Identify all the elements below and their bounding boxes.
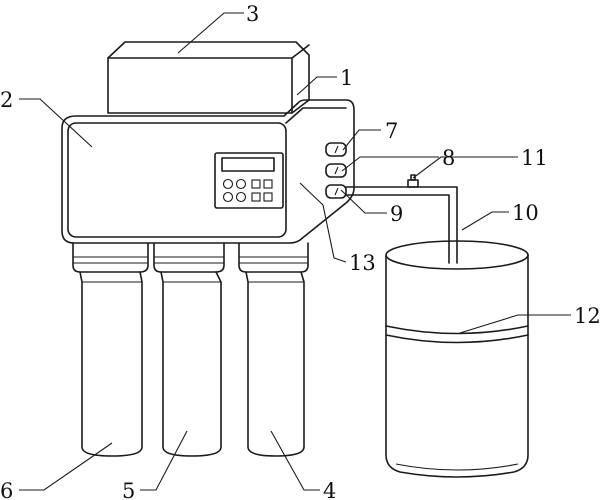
labels: 3 1 2 7 8 11 10 9 13 12 6 5 4 bbox=[0, 2, 601, 500]
label-2: 2 bbox=[0, 88, 13, 112]
top-box bbox=[107, 41, 310, 114]
side-connectors bbox=[325, 142, 347, 199]
main-housing bbox=[61, 99, 355, 244]
label-7: 7 bbox=[385, 119, 398, 143]
leader-lines bbox=[19, 12, 571, 491]
label-1: 1 bbox=[340, 66, 353, 90]
label-12: 12 bbox=[574, 304, 601, 328]
label-9: 9 bbox=[390, 202, 403, 226]
label-11: 11 bbox=[521, 146, 548, 170]
label-5: 5 bbox=[122, 479, 135, 500]
label-8: 8 bbox=[442, 146, 455, 170]
storage-tank bbox=[385, 240, 529, 478]
filter-cartridges bbox=[72, 242, 309, 457]
label-4: 4 bbox=[323, 479, 336, 500]
label-10: 10 bbox=[512, 201, 539, 225]
label-3: 3 bbox=[246, 2, 259, 26]
label-13: 13 bbox=[349, 251, 376, 275]
label-6: 6 bbox=[0, 479, 13, 500]
control-panel bbox=[214, 152, 284, 209]
